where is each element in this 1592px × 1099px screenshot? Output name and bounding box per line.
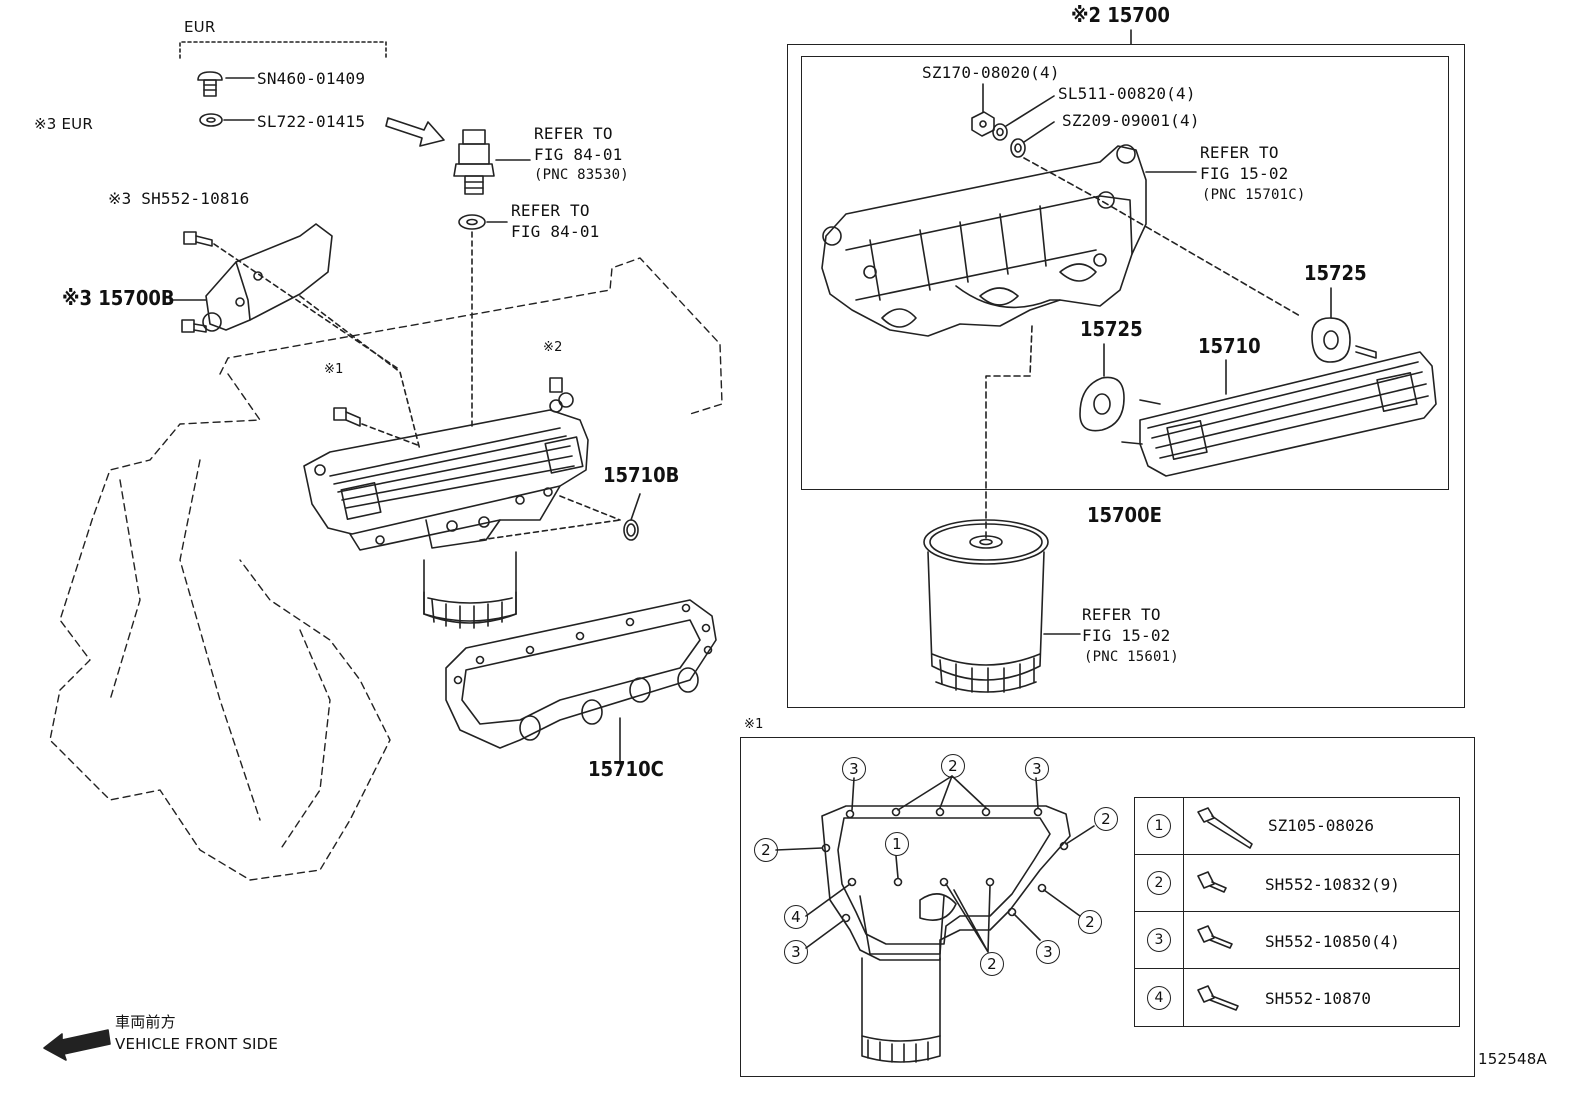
bolt-legend-table: 1 SZ105-08026 2 SH552-10832(9) 3 SH552-1…	[1134, 797, 1460, 1027]
gasket-15710c-icon	[445, 599, 717, 765]
refer-label: REFER TO	[511, 201, 590, 220]
vehicle-front-en: VEHICLE FRONT SIDE	[115, 1035, 279, 1053]
bolt-sh552-10832-icon	[1197, 871, 1227, 893]
bolt-sz105-icon	[1197, 807, 1253, 849]
eur-note: ※3 EUR	[34, 115, 93, 133]
legend-num: 1	[1147, 814, 1171, 838]
sensor-gasket-icon	[458, 214, 508, 230]
bolt-mark2-icon	[549, 377, 563, 393]
callout: 3	[1025, 757, 1049, 781]
part-label-sl511: SL511-00820(4)	[1058, 84, 1196, 103]
vehicle-front-jp: 車両前方	[115, 1013, 176, 1031]
callout: 3	[784, 940, 808, 964]
part-label-15700e: 15700E	[1087, 503, 1162, 527]
mark-1-box: ※1	[744, 717, 764, 732]
legend-code: SH552-10850(4)	[1265, 932, 1400, 951]
legend-row: 4 SH552-10870	[1135, 968, 1459, 1026]
bolt-layout-diagram	[775, 775, 1095, 1063]
part-label-15725-right: 15725	[1304, 261, 1367, 285]
refer-label: REFER TO	[534, 124, 613, 143]
part-label-sh552-10816: ※3 SH552-10816	[108, 189, 250, 208]
legend-num: 2	[1147, 871, 1171, 895]
legend-row: 3 SH552-10850(4)	[1135, 911, 1459, 968]
bolt-sh552-10870-icon	[1197, 985, 1239, 1011]
part-label-15710: 15710	[1198, 334, 1261, 358]
part-label-15700b: ※3 15700B	[62, 286, 175, 310]
direction-arrow-icon	[385, 117, 445, 147]
bolt-mark1-icon	[333, 407, 421, 447]
legend-row: 2 SH552-10832(9)	[1135, 854, 1459, 911]
legend-code: SH552-10870	[1265, 989, 1371, 1008]
bolt-sh552-10816-icon	[181, 231, 213, 333]
part-label-sl722: SL722-01415	[257, 112, 366, 131]
fig-label: FIG 15-02	[1082, 626, 1171, 645]
callout: 4	[784, 905, 808, 929]
pnc-label: (PNC 15701C)	[1202, 187, 1306, 203]
callout: 2	[1078, 910, 1102, 934]
mark-2: ※2	[543, 340, 563, 355]
refer-label: REFER TO	[1200, 143, 1279, 162]
callout: 3	[1036, 940, 1060, 964]
washer-sz209-icon	[1010, 121, 1055, 158]
bolt-layout-box	[740, 737, 1475, 1077]
oil-filter-left-icon	[423, 551, 517, 629]
fig-label: FIG 84-01	[534, 145, 623, 164]
part-label-sz170: SZ170-08020(4)	[922, 63, 1060, 82]
callout: 2	[754, 838, 778, 862]
legend-row: 1 SZ105-08026	[1135, 798, 1459, 854]
part-label-sn460: SN460-01409	[257, 69, 366, 88]
callout: 2	[980, 952, 1004, 976]
callout: 2	[1094, 807, 1118, 831]
refer-label: REFER TO	[1082, 605, 1161, 624]
oil-cooler-element-icon	[1121, 351, 1437, 477]
illustration-id: 152548A	[1478, 1050, 1547, 1068]
oil-filter-right-icon	[923, 519, 1081, 693]
part-label-sz209: SZ209-09001(4)	[1062, 111, 1200, 130]
pnc-label: (PNC 83530)	[534, 167, 629, 183]
callout: 2	[941, 754, 965, 778]
part-label-15725-left: 15725	[1080, 317, 1143, 341]
bolt-sh552-10850-icon	[1197, 925, 1233, 949]
oil-cooler-housing-icon	[821, 144, 1197, 337]
oil-cooler-assembly-icon	[303, 392, 589, 551]
legend-code: SH552-10832(9)	[1265, 875, 1400, 894]
fig-label: FIG 15-02	[1200, 164, 1289, 183]
legend-bolt-icons	[1197, 807, 1253, 1011]
washer-icon	[199, 113, 255, 127]
part-label-15710c: 15710C	[588, 757, 664, 781]
legend-code: SZ105-08026	[1268, 816, 1374, 835]
part-label-15700: ※2 15700	[1071, 3, 1170, 27]
washer-sl511-icon	[992, 95, 1055, 141]
vehicle-front-arrow-icon	[43, 1029, 111, 1061]
gasket-15725-right-icon	[1311, 287, 1377, 363]
assembly-15700-outer-box	[787, 44, 1465, 708]
callout: 1	[885, 832, 909, 856]
oil-pressure-sensor-icon	[453, 129, 531, 195]
fig-label: FIG 84-01	[511, 222, 600, 241]
legend-num: 4	[1147, 985, 1171, 1010]
eur-heading: EUR	[184, 18, 216, 36]
callout: 3	[842, 757, 866, 781]
legend-num: 3	[1147, 928, 1171, 952]
part-label-15710b: 15710B	[603, 463, 680, 487]
pnc-label: (PNC 15601)	[1084, 649, 1179, 665]
eur-bracket	[179, 41, 387, 59]
bracket-15700b-icon	[169, 223, 333, 332]
gasket-15725-left-icon	[1079, 343, 1125, 432]
drain-plug-icon	[197, 71, 255, 97]
engine-outline	[49, 257, 723, 881]
assembly-15700e-inner-box	[801, 56, 1449, 490]
mark-1: ※1	[324, 362, 344, 377]
o-ring-15710b-icon	[479, 493, 641, 541]
